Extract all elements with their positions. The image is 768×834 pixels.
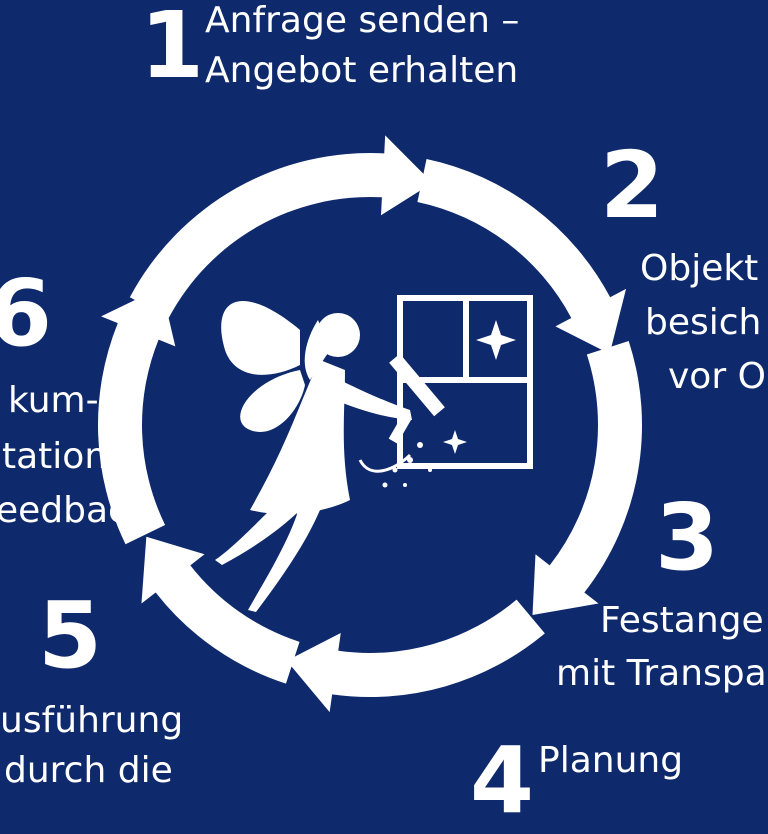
- cycle-arrow-3: [532, 340, 642, 615]
- step-3-label-line1: Festange: [600, 600, 764, 641]
- cycle-arrow-4: [286, 599, 545, 713]
- step-1-number: 1: [140, 0, 205, 99]
- step-4-label-line1: Planung: [538, 740, 684, 781]
- sparkle-icon: [476, 320, 516, 360]
- sparkle-icon: [443, 430, 467, 454]
- step-2-label-line3: vor O: [668, 356, 766, 397]
- cycle-arrows: [98, 135, 642, 713]
- step-1-label-line1: Anfrage senden –: [205, 0, 520, 41]
- step-3-label-line2: mit Transpa: [556, 653, 767, 694]
- step-5-label-line1: usführung: [0, 700, 184, 741]
- fairy-cleaning-window-icon: [215, 295, 533, 612]
- cycle-arrow-5: [141, 536, 300, 684]
- cycle-arrow-2: [417, 158, 627, 354]
- step-4-number: 4: [470, 727, 535, 834]
- step-6-number: 6: [0, 260, 53, 367]
- fairy-icon: [215, 301, 445, 612]
- step-6-label-line3: eedback: [0, 490, 149, 531]
- cycle-arrow-6: [98, 287, 176, 545]
- step-1-label-line2: Angebot erhalten: [205, 50, 519, 91]
- step-5-number: 5: [38, 582, 103, 689]
- step-6-label-line2: tation: [2, 436, 108, 477]
- step-5-label-line2: durch die: [4, 750, 173, 791]
- step-2-label-line2: besich: [645, 302, 762, 343]
- step-2-number: 2: [600, 132, 665, 239]
- step-6-label-line1: kum-: [8, 380, 99, 421]
- step-2-label-line1: Objekt: [640, 248, 759, 289]
- cycle-arrow-1: [129, 135, 433, 318]
- step-3-number: 3: [655, 484, 720, 591]
